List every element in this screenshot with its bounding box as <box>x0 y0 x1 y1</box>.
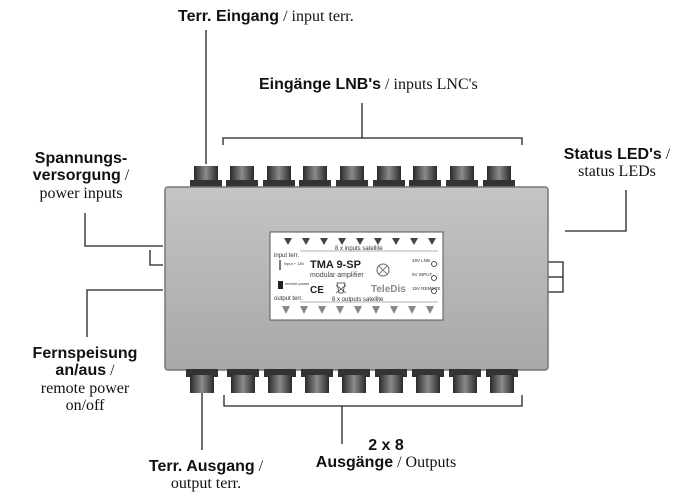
connector-top-lnb <box>226 166 258 188</box>
inputs-satellite-text: 8 x inputs satellite <box>335 246 383 252</box>
weee-bin-icon <box>335 282 347 294</box>
connector-bottom-out <box>264 369 296 393</box>
connector-top-lnb <box>483 166 515 188</box>
label-status-slash: / <box>661 146 671 163</box>
label-power-en: power inputs <box>39 184 123 202</box>
led-indicator-icon <box>431 275 437 281</box>
label-terr-output: Terr. Ausgang / output terr. <box>118 458 294 493</box>
teledis-logo-icon <box>376 263 390 277</box>
label-terr-output-de: Terr. Ausgang <box>148 458 255 475</box>
label-status-de: Status LED's <box>563 146 662 163</box>
label-power-slash: / <box>120 167 130 185</box>
label-power-de-1: Spannungs- <box>34 150 128 167</box>
output-terr-text: output terr. <box>274 296 303 302</box>
remote-power-text: remote power <box>285 281 310 286</box>
label-remote-en-2: on/off <box>65 396 105 414</box>
line-power-2 <box>149 250 163 266</box>
connector-top-lnb <box>336 166 368 188</box>
brand-name: TeleDis <box>371 284 406 295</box>
connector-bottom-out <box>227 369 259 393</box>
connector-bottom-out <box>486 369 518 393</box>
bottom-connectors <box>186 369 518 393</box>
label-remote-power: Fernspeisung an/aus / remote power on/of… <box>8 345 162 414</box>
led-indicator-icon <box>431 288 437 294</box>
connector-bottom-out <box>375 369 407 393</box>
outputs-satellite-text: 8 x outputs satellite <box>332 297 384 303</box>
label-terr-output-slash: / <box>254 458 264 475</box>
output-arrows <box>282 306 434 314</box>
connector-bottom-out <box>338 369 370 393</box>
label-outputs-count: 2 x 8 <box>368 437 404 454</box>
input-terr-text: input terr. <box>274 253 299 259</box>
connector-bottom-terr <box>186 369 218 393</box>
connector-top-lnb <box>409 166 441 188</box>
label-terr-input-de: Terr. Eingang <box>178 8 280 25</box>
led-indicator-icon <box>431 261 437 267</box>
connector-bottom-out <box>412 369 444 393</box>
leader-lines <box>84 30 627 450</box>
label-lnb-inputs-de: Eingänge LNB's <box>259 76 382 93</box>
connector-bottom-out <box>449 369 481 393</box>
input-18v-text: input + 18V <box>284 261 305 266</box>
led2-text: 5V INPUT <box>412 272 433 277</box>
label-outputs-de: Ausgänge <box>315 454 394 472</box>
label-lnb-inputs: Eingänge LNB's / inputs LNC's <box>259 76 478 93</box>
connector-top-lnb <box>373 166 405 188</box>
top-connectors <box>190 166 515 188</box>
bracket-outputs <box>223 395 523 407</box>
model-name: TMA 9-SP <box>310 259 361 271</box>
label-terr-output-en: output terr. <box>170 475 242 493</box>
connector-top-lnb <box>263 166 295 188</box>
label-status-leds: Status LED's / status LEDs <box>547 146 687 181</box>
label-terr-input-en: / input terr. <box>279 8 354 25</box>
bracket-lnb-in <box>222 137 523 145</box>
led1-text: 18V LNB <box>412 258 430 263</box>
label-remote-slash: / <box>106 362 115 380</box>
label-outputs: 2 x 8 Ausgänge / Outputs <box>276 437 496 472</box>
connector-bottom-out <box>301 369 333 393</box>
label-terr-input: Terr. Eingang / input terr. <box>178 8 354 25</box>
line-remote <box>86 289 163 337</box>
label-remote-de-2: an/aus <box>55 362 107 380</box>
remote-switch-icon <box>278 281 283 289</box>
label-remote-en-1: remote power <box>40 379 130 397</box>
line-power-1 <box>84 213 163 247</box>
label-outputs-en: / Outputs <box>393 454 457 472</box>
model-subtitle: modular amplifier <box>310 272 364 279</box>
connector-top-lnb <box>446 166 478 188</box>
line-status-main <box>565 190 627 232</box>
label-power-inputs: Spannungs- versorgung / power inputs <box>10 150 152 202</box>
connector-top-terr <box>190 166 222 188</box>
label-power-de-2: versorgung <box>32 167 121 185</box>
logo-cross-icon <box>378 265 388 275</box>
input-arrows <box>284 238 436 245</box>
connector-top-lnb <box>299 166 331 188</box>
label-status-en: status LEDs <box>578 163 656 181</box>
label-lnb-inputs-en: / inputs LNC's <box>381 76 478 93</box>
led3-text: 15V REMOTE <box>412 286 441 291</box>
label-remote-de-1: Fernspeisung <box>32 345 138 362</box>
ce-mark: CE <box>310 285 324 296</box>
front-panel: 8 x inputs satellite input terr. input +… <box>269 231 444 321</box>
